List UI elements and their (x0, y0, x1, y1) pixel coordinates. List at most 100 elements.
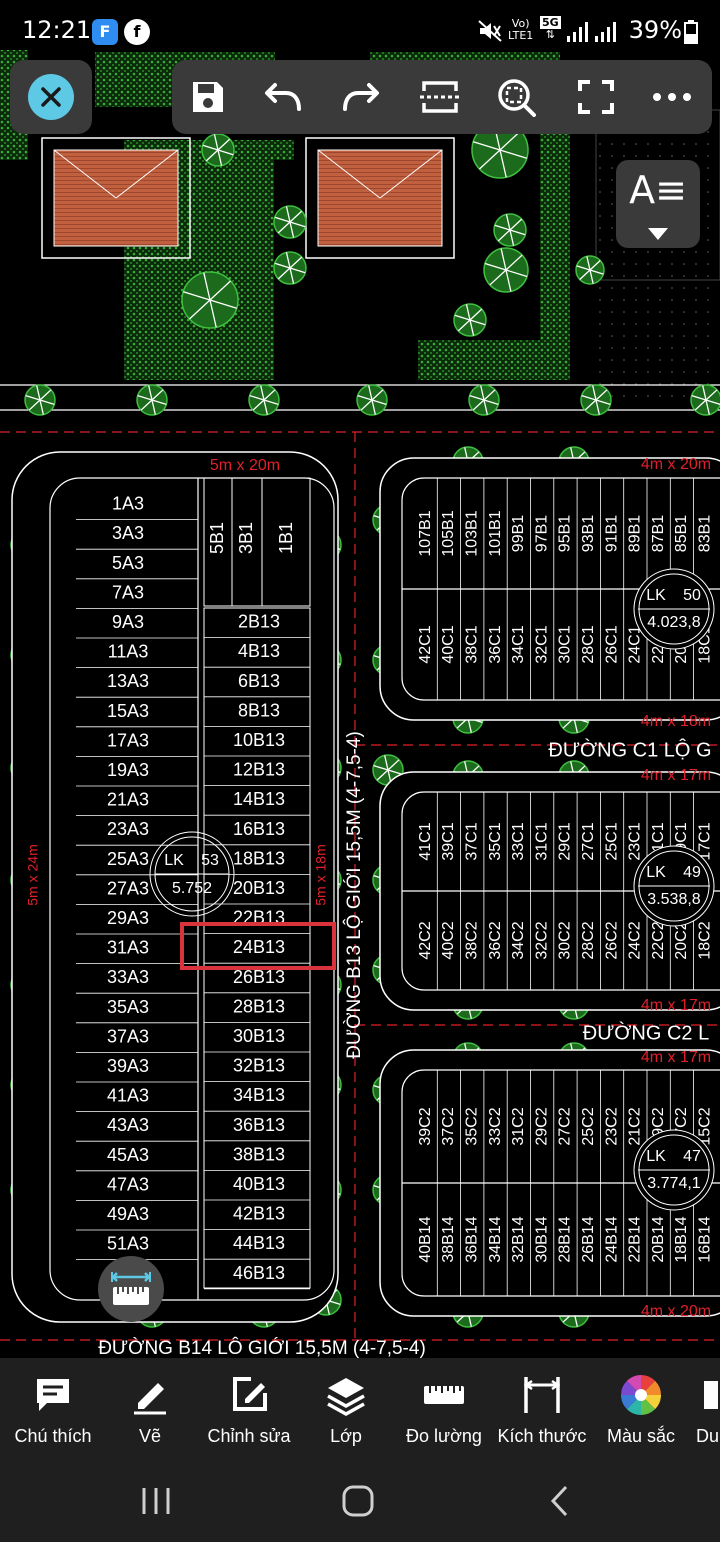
lot-bottom-label: 26B14 (580, 1216, 597, 1262)
grid-dot (623, 335, 625, 337)
draw-label: Vẽ (138, 1426, 162, 1446)
grid-dot (695, 359, 697, 361)
road-label-c1: ĐƯỜNG C1 LỘ G (548, 738, 711, 761)
dimension-label: 4m x 17m (641, 997, 711, 1014)
grid-dot (599, 359, 601, 361)
lot-b13-label: 34B13 (233, 1085, 285, 1105)
lot-top-label: 37C1 (463, 822, 480, 860)
lot-b13-label: 12B13 (233, 760, 285, 780)
grid-dot (599, 167, 601, 169)
tree-branch (589, 269, 604, 275)
home-icon (342, 1485, 374, 1517)
redo-button[interactable] (332, 70, 388, 124)
split-view-button[interactable] (412, 70, 468, 124)
tree-branch (457, 319, 471, 332)
grid-dot (695, 335, 697, 337)
lot-top-label: 107B1 (417, 510, 434, 556)
lot-bottom-label: 18B14 (673, 1216, 690, 1262)
close-button[interactable] (10, 60, 92, 134)
tree-branch (289, 221, 306, 228)
home-button[interactable] (328, 1478, 388, 1524)
tree-symbol (690, 384, 720, 416)
tree-branch (203, 272, 211, 301)
grid-dot (695, 371, 697, 373)
layers-tool-button[interactable]: Lớp (306, 1358, 386, 1460)
save-button[interactable] (180, 70, 236, 124)
lot-b13-label: 16B13 (233, 819, 285, 839)
grid-dot (671, 359, 673, 361)
more-button[interactable] (644, 70, 700, 124)
lot-bottom-label: 32C2 (533, 921, 550, 959)
lot-b13-label: 30B13 (233, 1026, 285, 1046)
mute-icon (478, 20, 502, 42)
grid-dot (707, 335, 709, 337)
tree-branch (151, 389, 164, 401)
recents-button[interactable] (126, 1478, 186, 1524)
status-time: 12:21 (22, 16, 92, 44)
grid-dot (599, 227, 601, 229)
lot-b13-label: 46B13 (233, 1263, 285, 1283)
lot-bottom-label: 16B14 (696, 1216, 713, 1262)
color-tool-button[interactable]: Màu sắc (598, 1358, 684, 1460)
tree-branch (137, 394, 153, 401)
grid-dot (647, 359, 649, 361)
text-display-toggle[interactable]: A≡ (616, 160, 700, 248)
chevron-down-icon (648, 228, 668, 240)
grid-dot (635, 311, 637, 313)
dimension-tool-button[interactable]: Kích thước (494, 1358, 590, 1460)
grid-dot (611, 227, 613, 229)
lot-b13-label: 18B13 (233, 848, 285, 868)
grid-dot (599, 371, 601, 373)
tree-branch (357, 394, 373, 401)
draw-tool-button[interactable]: Vẽ (110, 1358, 190, 1460)
lot-a3-label: 23A3 (107, 819, 149, 839)
grid-dot (671, 335, 673, 337)
measure-tool-button[interactable]: Đo lường (398, 1358, 490, 1460)
grid-dot (707, 275, 709, 277)
zoom-fit-button[interactable] (490, 70, 546, 124)
grid-dot (599, 251, 601, 253)
lot-b13-label: 10B13 (233, 730, 285, 750)
grid-dot (611, 239, 613, 241)
grid-dot (635, 143, 637, 145)
tree-branch (505, 254, 523, 271)
grid-dot (647, 335, 649, 337)
block-area: 4.023,8 (647, 614, 700, 631)
tree-branch (289, 267, 295, 284)
grid-dot (683, 359, 685, 361)
grid-dot (683, 395, 685, 397)
status-bar: 12:21 F f Vo)LTE1 5G⇅ 39% (0, 0, 720, 62)
measure-floating-button[interactable] (98, 1256, 164, 1322)
lot-top-label: 41C1 (417, 822, 434, 860)
tree-symbol (273, 205, 307, 239)
b13-group (203, 607, 311, 1289)
edit-tool-button[interactable]: Chỉnh sửa (200, 1358, 298, 1460)
lot-top-label: 97B1 (533, 515, 550, 552)
lot-a3-label: 1A3 (112, 494, 144, 514)
grid-dot (695, 299, 697, 301)
lot-top-label: 23C2 (603, 1107, 620, 1145)
grid-dot (659, 347, 661, 349)
lot-top-label: 17C1 (696, 822, 713, 860)
annotation-tool-button[interactable]: Chú thích (8, 1358, 98, 1460)
tree-branch (289, 267, 306, 274)
lot-top-label: 23C1 (627, 822, 644, 860)
grid-dot (659, 299, 661, 301)
lot-b13-label: 26B13 (233, 967, 285, 987)
lot-b13-label: 44B13 (233, 1233, 285, 1253)
battery-icon (684, 20, 698, 44)
tree-branch (499, 149, 507, 178)
undo-button[interactable] (256, 70, 312, 124)
grid-dot (623, 299, 625, 301)
color-wheel-icon (621, 1375, 661, 1415)
lot-top-label: 25C2 (580, 1107, 597, 1145)
more-tool-icon (704, 1381, 718, 1409)
tree-symbol (493, 213, 527, 247)
more-tool-button[interactable]: Du (696, 1358, 720, 1460)
cad-drawing-canvas[interactable]: 1A33A35A37A39A311A313A315A317A319A321A32… (0, 0, 720, 1358)
back-button[interactable] (530, 1478, 590, 1524)
fullscreen-button[interactable] (568, 70, 624, 124)
roof-ridge (115, 149, 179, 199)
grid-dot (707, 263, 709, 265)
grid-dot (647, 263, 649, 265)
